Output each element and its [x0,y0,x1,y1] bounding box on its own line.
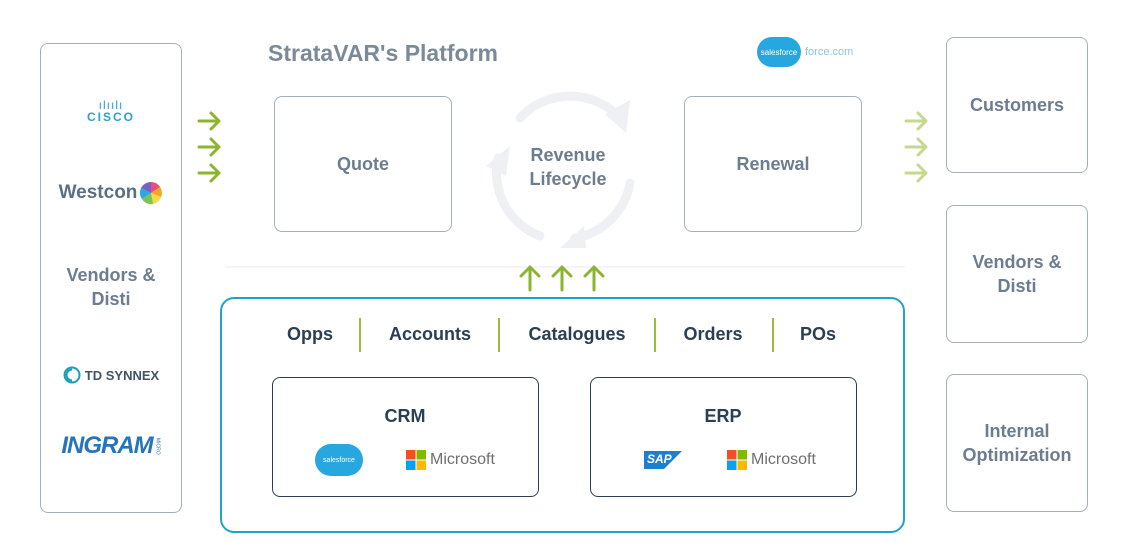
westcon-flower-icon [140,181,163,205]
vendors-disti-right-label: Vendors & Disti [972,252,1062,296]
microsoft-icon [727,450,747,470]
microsoft-text: Microsoft [430,451,495,468]
forcecom-text: force.com [805,46,854,58]
erp-box: ERP SAP Microsoft [590,377,857,497]
tab-opps: Opps [286,324,333,344]
tab-separator [772,318,774,352]
westcon-logo: Westcon [41,181,181,205]
sap-text: SAP [647,452,672,466]
microsoft-logo-erp: Microsoft [727,450,816,470]
ingram-text: INGRAM [61,432,153,459]
sap-logo: SAP [644,451,682,469]
tab-accounts: Accounts [388,324,471,344]
salesforce-logo: salesforce [315,444,363,476]
td-synnex-text: TD SYNNEX [84,367,160,383]
td-synnex-logo: TD SYNNEX [41,366,181,384]
up-arrows-icon [519,265,605,292]
ingram-micro-text: MICRO [154,437,161,455]
tab-separator [498,318,500,352]
input-arrows-icon [197,111,221,183]
tab-pos: POs [799,324,837,344]
salesforce-badge-text: salesforce [760,47,798,57]
revenue-lifecycle-label: Revenue Lifecycle [529,145,607,189]
tab-separator [359,318,361,352]
erp-title: ERP [704,406,742,426]
quote-label: Quote [337,154,389,174]
customers-box: Customers [946,37,1088,173]
salesforce-forcecom-logo: salesforce force.com [757,36,853,68]
output-arrows-icon [904,111,928,183]
salesforce-logo-text: salesforce [323,456,355,464]
cycle-arrows-icon [486,91,635,248]
internal-optimization-box: Internal Optimization [946,374,1088,512]
microsoft-logo-crm: Microsoft [406,450,495,470]
salesforce-cloud-icon: salesforce [757,37,801,67]
westcon-text: Westcon [58,182,138,203]
microsoft-icon [406,450,426,470]
vendors-disti-box: Vendors & Disti [946,205,1088,343]
data-sources-container [220,297,905,533]
cisco-logo: ılıılı cisco [41,99,181,124]
crm-title: CRM [384,406,426,426]
vendors-disti-panel: ılıılı cisco Westcon Vendors & Disti TD … [40,43,182,513]
divider [225,266,905,268]
crm-box: CRM salesforce Microsoft [272,377,539,497]
renewal-label: Renewal [736,154,810,174]
vendors-disti-label: Vendors & Disti [66,265,156,309]
cisco-bars-icon: ılıılı [98,98,124,112]
platform-title: StrataVAR's Platform [268,40,498,66]
tab-orders: Orders [683,324,743,344]
tab-separator [654,318,656,352]
quote-box: Quote [274,96,452,232]
internal-optimization-label: Internal Optimization [962,421,1072,465]
ingram-logo: INGRAM MICRO [41,432,181,460]
cisco-text: cisco [86,110,135,124]
microsoft-text: Microsoft [751,451,816,468]
td-synnex-circle-icon [63,366,81,384]
tab-catalogues: Catalogues [528,324,626,344]
customers-label: Customers [969,95,1065,115]
renewal-box: Renewal [684,96,862,232]
sap-icon [644,451,682,469]
